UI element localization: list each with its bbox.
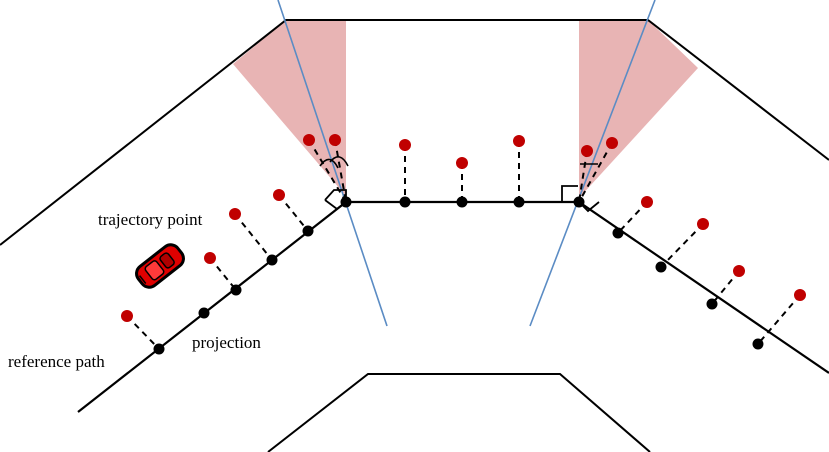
trajectory-point: [273, 189, 285, 201]
trajectory-point: [794, 289, 806, 301]
right-boundary-line: [529, 0, 656, 327]
trajectory-point: [329, 134, 341, 146]
projection-line: [660, 223, 704, 268]
trajectory-point: [303, 134, 315, 146]
projection-point: [198, 307, 210, 319]
trajectory-point: [229, 208, 241, 220]
projection-line: [617, 201, 648, 234]
trajectory-point: [399, 139, 411, 151]
trajectory-points: [121, 134, 806, 322]
road-lower-edge: [267, 373, 651, 452]
trajectory-point-label: trajectory point: [98, 210, 203, 229]
right-corner-sector: [579, 20, 698, 198]
trajectory-point: [641, 196, 653, 208]
projection-line: [578, 142, 613, 203]
projection-line: [578, 150, 588, 203]
trajectory-point: [606, 137, 618, 149]
projection-point: [573, 196, 585, 208]
projection-point: [399, 196, 411, 208]
trajectory-point: [581, 145, 593, 157]
projection-point: [612, 227, 624, 239]
projection-line: [126, 315, 160, 350]
left-boundary-line: [277, 0, 388, 327]
left-angle-arc-1: [319, 158, 339, 169]
left-right-angle-marker: [324, 189, 347, 211]
right-right-angle-marker: [561, 185, 600, 213]
projection-line: [757, 294, 801, 345]
trajectory-point: [204, 252, 216, 264]
projection-point: [230, 284, 242, 296]
left-corner-sector: [233, 20, 346, 196]
projection-line: [234, 213, 273, 261]
projection-point: [456, 196, 468, 208]
reference-path-label: reference path: [8, 352, 105, 371]
projection-points: [153, 196, 764, 355]
projection-point: [706, 298, 718, 310]
trajectory-point: [456, 157, 468, 169]
left-angle-arc-2: [329, 156, 349, 167]
projection-line: [308, 139, 347, 203]
projection-point: [302, 225, 314, 237]
road-upper-edge: [0, 19, 829, 246]
trajectory-point: [121, 310, 133, 322]
projection-line: [711, 270, 740, 305]
trajectory-point: [697, 218, 709, 230]
projection-line: [209, 257, 237, 291]
trajectory-point: [513, 135, 525, 147]
projection-label: projection: [192, 333, 261, 352]
red-car-icon: [135, 243, 185, 289]
projection-point: [752, 338, 764, 350]
projection-point: [266, 254, 278, 266]
projection-point: [655, 261, 667, 273]
projection-point: [513, 196, 525, 208]
projection-line: [278, 194, 309, 232]
projection-point: [340, 196, 352, 208]
projection-point: [153, 343, 165, 355]
trajectory-point: [733, 265, 745, 277]
projection-lines: [126, 139, 801, 350]
